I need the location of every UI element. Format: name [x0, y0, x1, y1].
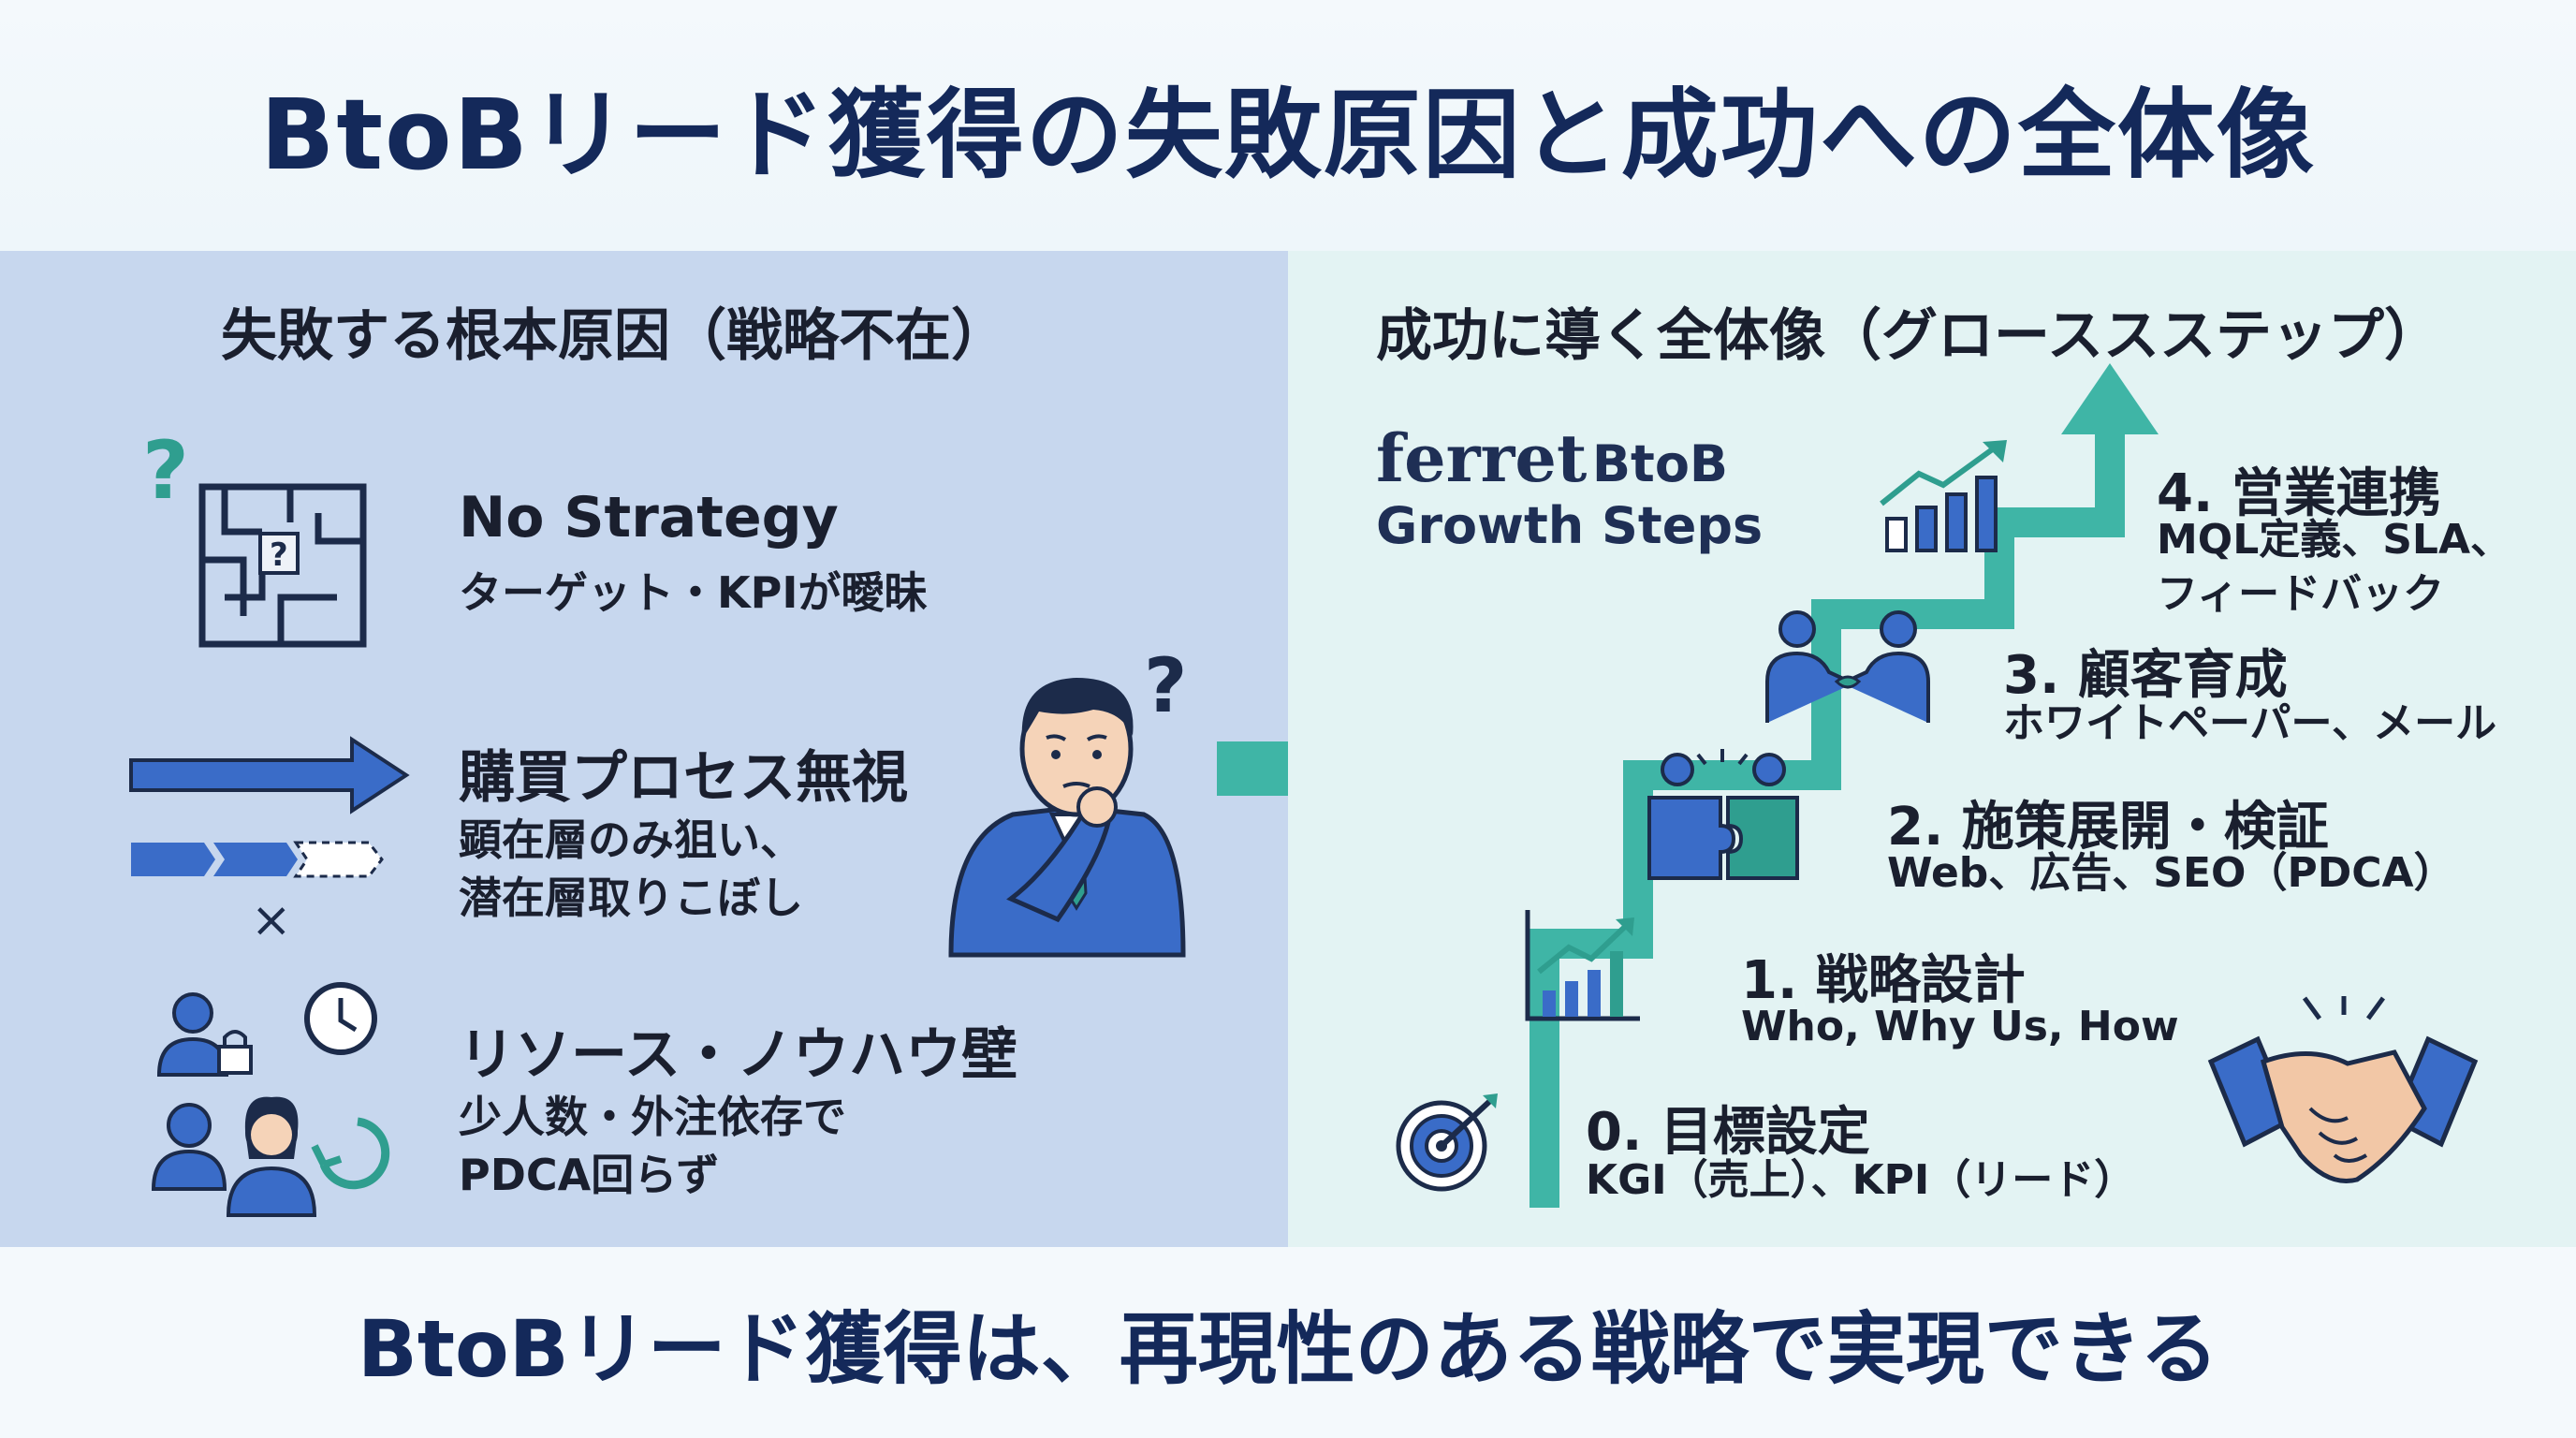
svg-text:?: ? — [270, 536, 288, 574]
step-4-title: 4. 営業連携 — [2157, 463, 2441, 524]
people-resources-icon — [151, 982, 390, 1217]
brand-line-1: ferret BtoB — [1376, 419, 1728, 497]
step-0-title: 0. 目標設定 — [1586, 1102, 1870, 1163]
brand-btob: BtoB — [1591, 434, 1729, 493]
step-2-desc: Web、広告、SEO（PDCA） — [1887, 849, 2455, 897]
failure-heading: 失敗する根本原因（戦略不在） — [221, 303, 1007, 369]
item-no-strategy-title: No Strategy — [459, 485, 839, 550]
brand-line-2: Growth Steps — [1376, 496, 1764, 555]
brand-ferret: ferret — [1376, 419, 1588, 497]
step-2-title: 2. 施策展開・検証 — [1887, 797, 2329, 858]
step-1-desc: Who, Why Us, How — [1741, 1003, 2179, 1050]
svg-text:?: ? — [142, 424, 189, 518]
confused-person-icon: ? — [948, 642, 1187, 958]
ignored-mark: × — [251, 892, 292, 948]
svg-text:?: ? — [1144, 642, 1187, 729]
growth-chart-icon — [1880, 440, 2007, 552]
handshake-icon — [2207, 996, 2479, 1183]
target-icon — [1396, 1093, 1498, 1192]
failure-causes-panel: 失敗する根本原因（戦略不在） ? ? No Strategy ターゲット・KPI… — [0, 251, 1288, 1247]
chart-icon — [1525, 910, 1640, 1021]
step-4-desc-2: フィードバック — [2157, 570, 2445, 618]
item-resource-desc-2: PDCA回らず — [459, 1150, 720, 1200]
item-process-desc-2: 潜在層取りこぼし — [459, 873, 803, 923]
step-0-desc: KGI（売上）、KPI（リード） — [1586, 1156, 2136, 1204]
item-no-strategy-desc: ターゲット・KPIが曖昧 — [459, 567, 928, 618]
process-arrow-icon: × — [129, 736, 410, 948]
step-4-desc-1: MQL定義、SLA、 — [2157, 516, 2512, 564]
item-process-desc-1: 顕在層のみ狙い、 — [459, 814, 803, 865]
success-steps-panel: 成功に導く全体像（グローススステップ） ferret BtoB Growth S… — [1288, 251, 2576, 1247]
item-process-title: 購買プロセス無視 — [459, 745, 908, 811]
item-resource-title: リソース・ノウハウ壁 — [459, 1022, 1017, 1088]
step-1-title: 1. 戦略設計 — [1741, 950, 2026, 1011]
conclusion-footer: BtoBリード獲得は、再現性のある戦略で実現できる — [0, 1247, 2576, 1438]
success-heading: 成功に導く全体像（グローススステップ） — [1376, 303, 2440, 369]
item-resource-desc-1: 少人数・外注依存で — [459, 1092, 846, 1142]
puzzle-team-icon — [1647, 749, 1799, 880]
maze-question-icon: ? ? — [142, 424, 367, 648]
step-3-desc: ホワイトペーパー、メール — [2003, 699, 2497, 747]
handshake-people-icon — [1765, 610, 1930, 723]
page-title: BtoBリード獲得の失敗原因と成功への全体像 — [0, 0, 2576, 251]
step-3-title: 3. 顧客育成 — [2003, 645, 2288, 706]
